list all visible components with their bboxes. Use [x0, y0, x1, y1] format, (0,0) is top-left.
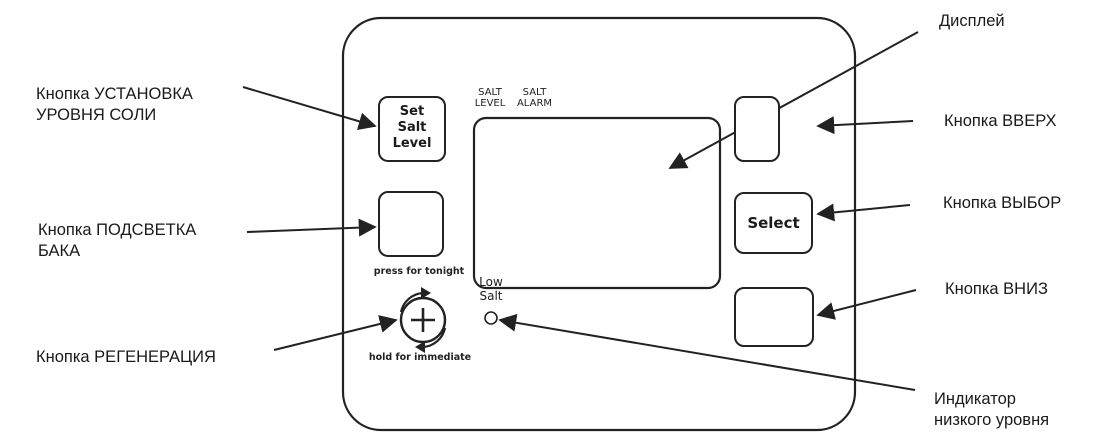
arrow-low-level: [498, 313, 916, 391]
regeneration-arrows-icon: [399, 291, 447, 349]
salt-level-indicator-label: SALT LEVEL: [474, 87, 506, 109]
arrow-down: [816, 289, 917, 320]
salt-alarm-indicator-label: SALT ALARM: [516, 87, 553, 109]
press-for-tonight-text: press for tonight: [373, 266, 465, 277]
callout-regeneration-button: Кнопка РЕГЕНЕРАЦИЯ: [36, 348, 216, 366]
hold-for-immediate-text: hold for immediate: [368, 352, 472, 363]
arrow-select: [816, 203, 911, 222]
arrow-display: [668, 31, 919, 169]
callout-select-button: Кнопка ВЫБОР: [943, 194, 1062, 212]
callout-low-level-indicator: Индикатор низкого уровня: [934, 390, 1050, 429]
down-button[interactable]: [734, 287, 814, 347]
low-salt-label: Low Salt: [479, 275, 503, 303]
lcd-display: [472, 116, 722, 290]
callout-set-salt-button: Кнопка УСТАНОВКА УРОВНЯ СОЛИ: [36, 85, 193, 124]
callout-display: Дисплей: [939, 12, 1005, 30]
callout-down-button: Кнопка ВНИЗ: [945, 280, 1048, 298]
set-salt-level-label: Set Salt Level: [392, 104, 432, 151]
arrow-up: [816, 116, 914, 135]
arrow-set-salt: [242, 86, 377, 131]
arrow-tip-top: [421, 287, 431, 299]
regeneration-button[interactable]: [398, 292, 448, 350]
select-label: Select: [747, 214, 800, 232]
arrow-tank-light: [246, 218, 377, 237]
callout-tank-light-button: Кнопка ПОДСВЕТКА БАКА: [38, 221, 197, 260]
set-salt-level-button[interactable]: Set Salt Level: [378, 96, 446, 162]
select-button[interactable]: Select: [734, 192, 813, 254]
callout-up-button: Кнопка ВВЕРХ: [944, 112, 1057, 130]
arrow-regeneration: [273, 315, 398, 351]
up-button[interactable]: [734, 96, 780, 162]
low-salt-led: [484, 311, 498, 325]
tank-light-button[interactable]: [378, 191, 444, 257]
arrow-tip-bottom: [415, 341, 425, 353]
